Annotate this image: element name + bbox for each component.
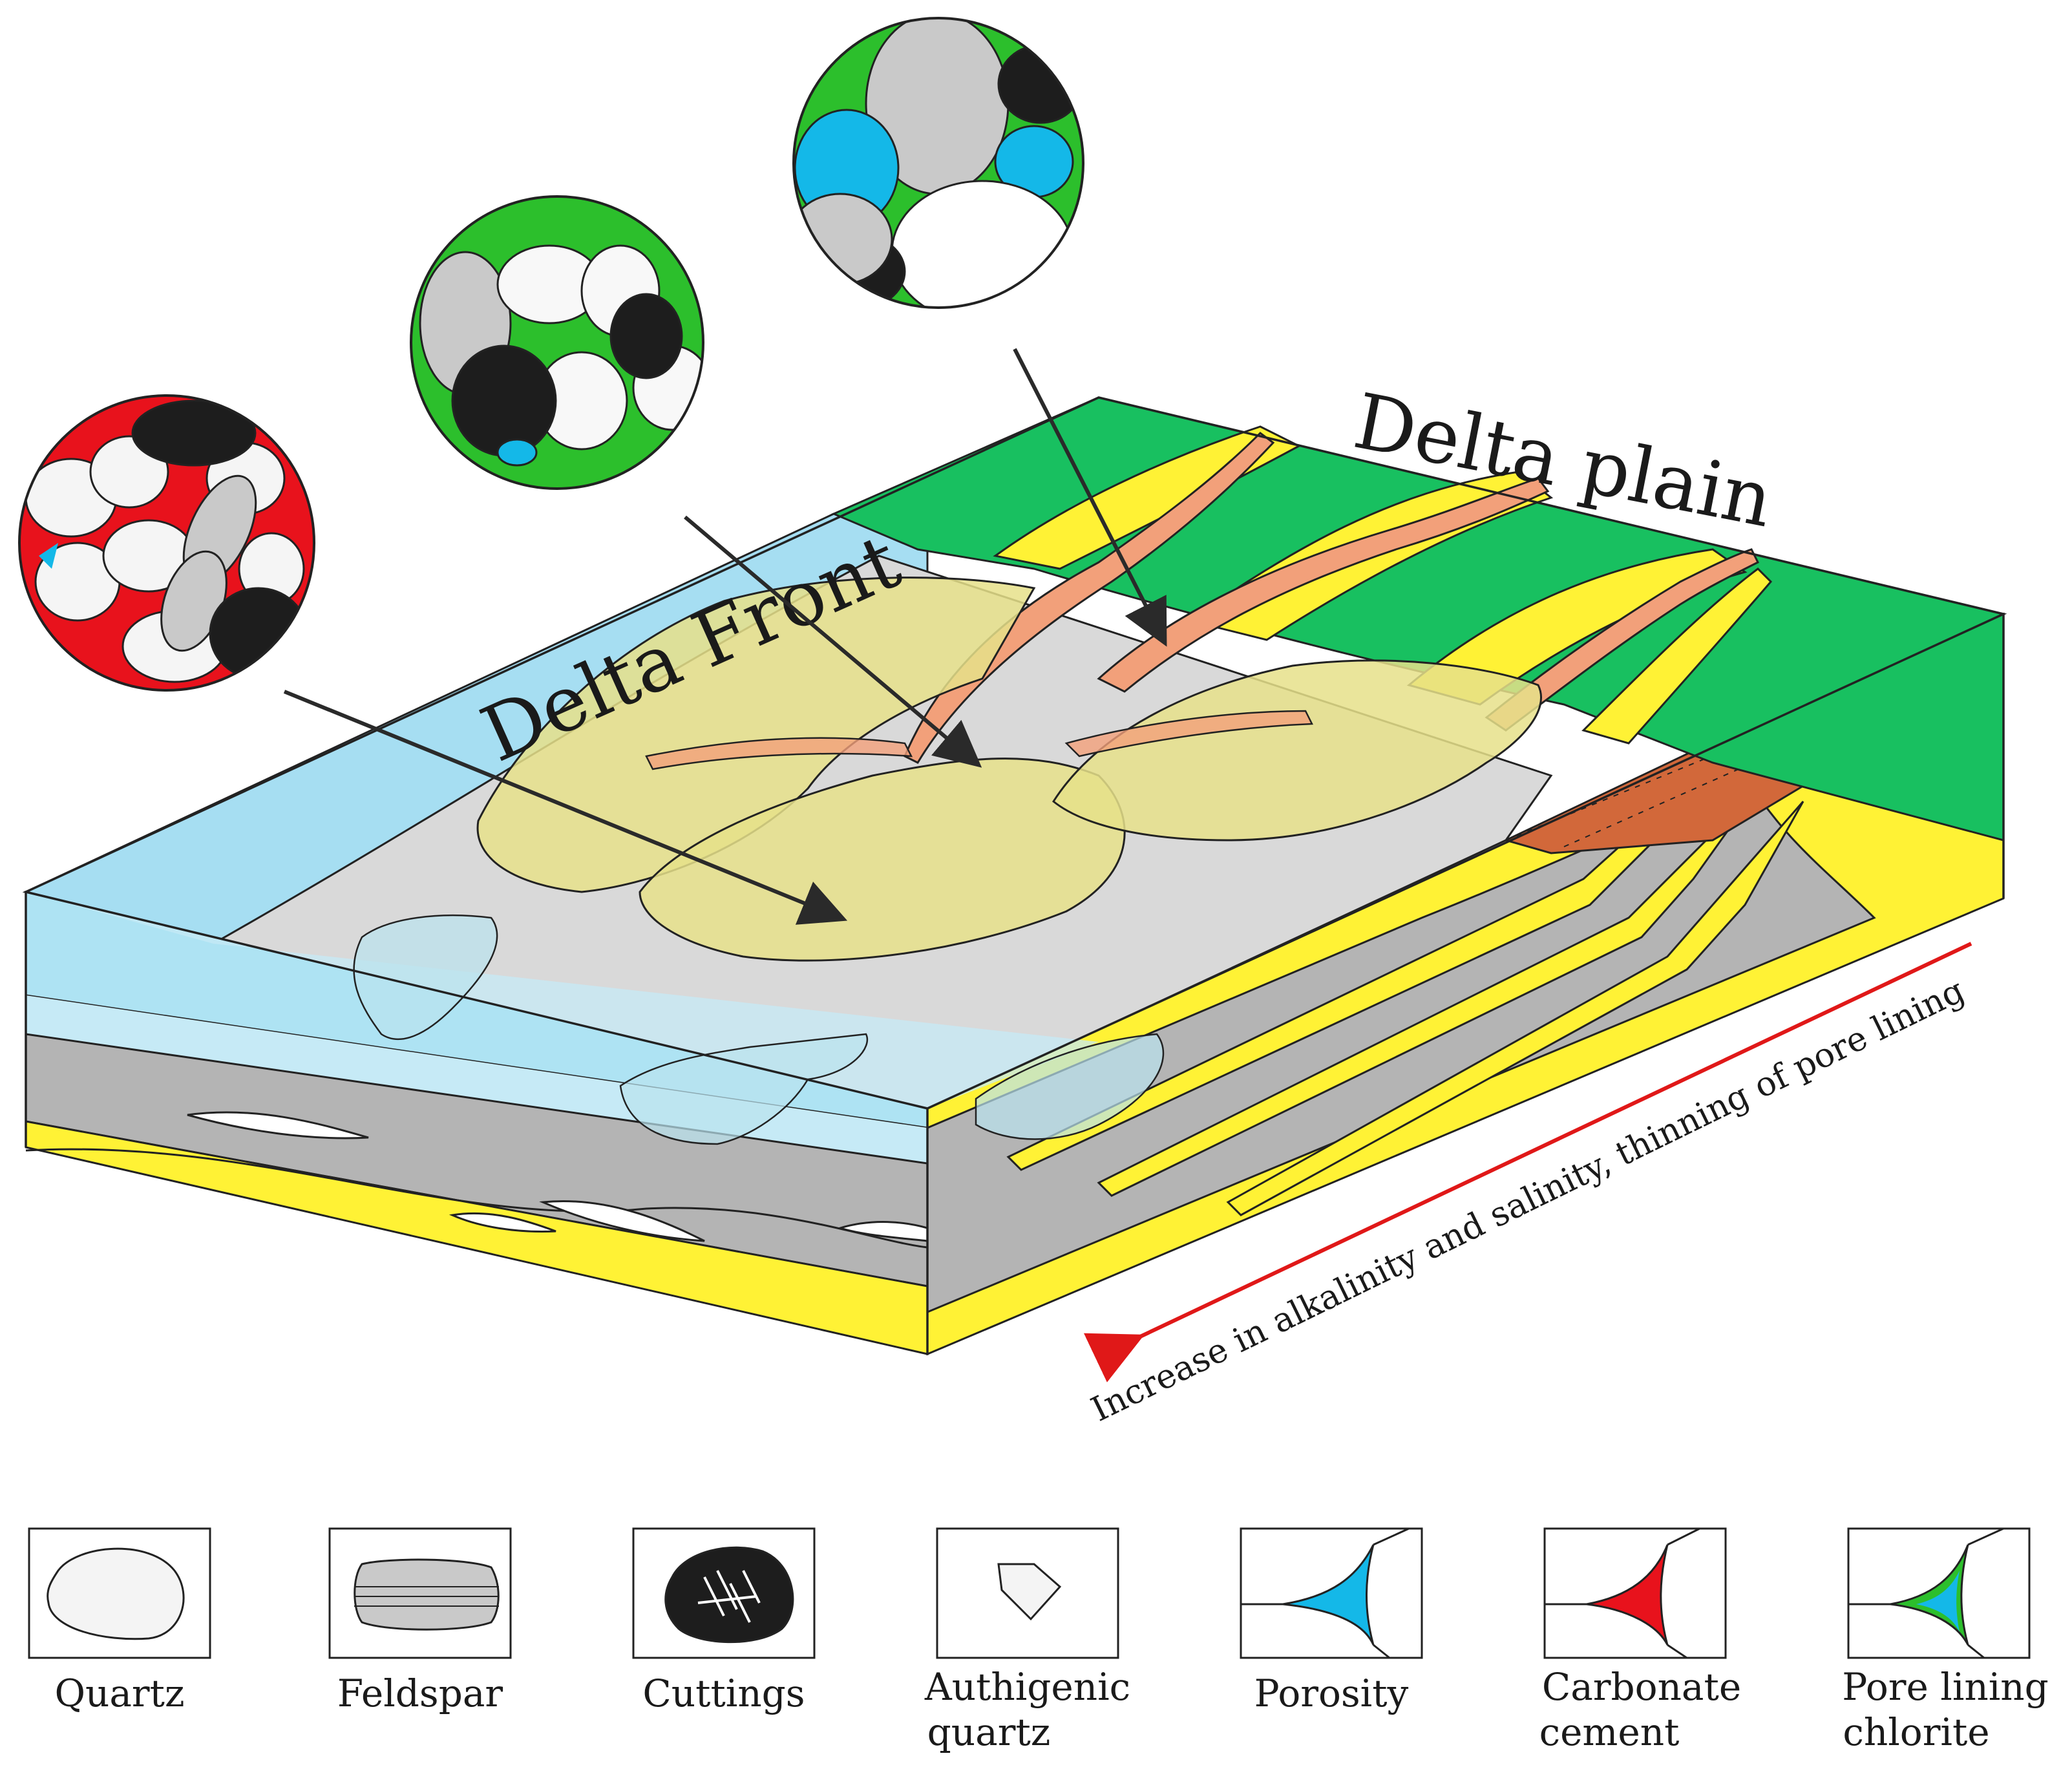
legend-item-feldspar: Feldspar [328, 1527, 512, 1715]
legend-item-porosity: Porosity [1240, 1527, 1423, 1715]
legend-label-cuttings: Cuttings [642, 1671, 805, 1715]
legend-label-porosity: Porosity [1254, 1671, 1409, 1715]
carbonate-cement-symbol [1586, 1544, 1669, 1646]
legend-label-chlorite-2: chlorite [1843, 1710, 1989, 1754]
block-diagram [22, 396, 2007, 1356]
quartz-symbol [47, 1547, 185, 1640]
feldspar-symbol [354, 1558, 500, 1631]
legend-label-feldspar: Feldspar [337, 1671, 503, 1715]
legend-item-cuttings: Cuttings [632, 1527, 816, 1715]
pore-lining-chlorite-symbol [1890, 1544, 1969, 1646]
gradient-arrow [1083, 942, 1972, 1382]
thin-section-chlorite-lined [410, 195, 704, 490]
thin-section-carbonate-cemented [18, 394, 315, 692]
legend-label-carbonate: Carbonate [1542, 1665, 1741, 1709]
legend-label-carbonate-2: cement [1539, 1710, 1680, 1754]
legend-label-authigenic: Authigenic [924, 1665, 1130, 1709]
legend-item-carbonate-cement: Carbonate cement [1539, 1527, 1741, 1754]
legend-label-authigenic-2: quartz [927, 1710, 1051, 1754]
mouth-bar-lobes [476, 577, 1542, 962]
sand-patches [353, 915, 1165, 1145]
pointer-arrows [283, 348, 1167, 925]
legend-label-quartz: Quartz [54, 1671, 184, 1715]
legend-item-pore-lining-chlorite: Pore lining chlorite [1842, 1527, 2049, 1754]
legend-item-quartz: Quartz [28, 1527, 211, 1715]
legend-item-authigenic-quartz: Authigenic quartz [924, 1527, 1130, 1754]
porosity-symbol [1282, 1544, 1375, 1646]
legend-label-chlorite: Pore lining [1842, 1665, 2049, 1709]
thin-section-porous [792, 17, 1084, 309]
legend: Quartz Feldspar Cuttings [28, 1527, 2049, 1754]
authigenic-quartz-symbol [997, 1563, 1062, 1621]
